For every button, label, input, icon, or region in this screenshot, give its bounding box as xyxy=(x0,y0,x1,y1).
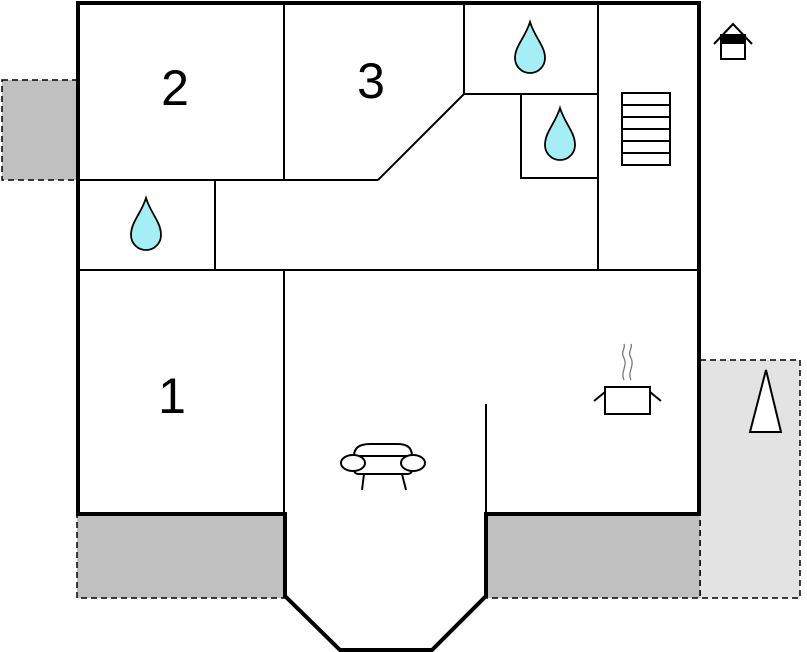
house-entrance-icon xyxy=(713,22,753,60)
room-1-label: 1 xyxy=(158,368,186,424)
north-arrow-icon xyxy=(748,369,783,433)
terrace-right-light xyxy=(699,359,801,599)
terraces xyxy=(1,79,801,599)
cooking-pot-icon xyxy=(593,343,662,415)
outer-walls xyxy=(76,1,701,652)
terrace-bottom-right xyxy=(485,513,701,599)
terrace-left-small xyxy=(1,79,79,181)
stairs-icon xyxy=(621,92,671,166)
room-3-label: 3 xyxy=(357,53,385,109)
interior-walls xyxy=(78,3,699,514)
sofa-icon xyxy=(340,443,426,491)
room-2-label: 2 xyxy=(161,60,189,116)
water-drop-icon xyxy=(130,194,162,251)
terrace-bottom-left xyxy=(76,513,286,599)
water-drop-icon xyxy=(544,104,576,161)
water-drop-icon xyxy=(514,18,546,74)
